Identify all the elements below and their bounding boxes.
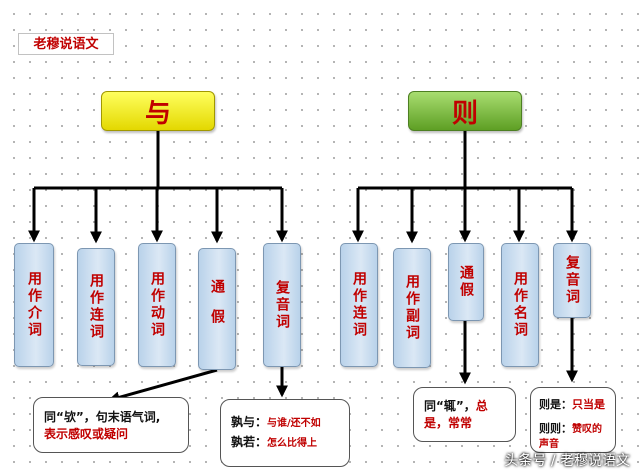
note-yu-tongjia: 同“欤”，句末语气词, 表示感叹或疑问 [33,397,189,453]
note-text: 表示感叹或疑问 [44,427,129,441]
yu-box-conjunction: 用作连词 [77,248,115,366]
note-label: 则则： [539,422,572,435]
note-text: 同“欤”，句末语气词, [44,410,161,424]
yu-box-verb: 用作动词 [138,243,176,367]
note-text: 同“辄”， [424,399,476,413]
brand-label: 老穆说语文 [18,33,114,55]
ze-box-conjunction: 用作连词 [340,243,378,367]
note-label: 则是： [539,398,572,411]
yu-box-tongjia: 通假 [198,248,236,370]
note-text: 总是，常常 [424,399,488,430]
note-value: 只当是 [572,398,605,411]
yu-box-compound: 复音词 [263,243,301,367]
yu-box-preposition: 用作介词 [14,243,54,367]
note-value: 赞叹的声音 [539,424,602,450]
note-value: 怎么比得上 [267,438,318,449]
ze-box-compound: 复音词 [553,243,591,318]
note-yu-compound: 孰与：与谁/还不如 孰若：怎么比得上 [220,399,350,467]
note-label: 孰若： [231,435,268,449]
head-yu: 与 [101,91,215,131]
note-label: 孰与： [231,415,268,429]
head-ze: 则 [408,91,522,131]
note-value: 与谁/还不如 [267,418,321,429]
note-ze-compound: 则是：只当是 则则：赞叹的声音 [530,387,616,453]
note-ze-tongjia: 同“辄”，总是，常常 [413,387,516,442]
watermark: 头条号 / 老穆说语文 [504,453,630,469]
ze-box-tongjia: 通假 [448,243,484,321]
ze-box-noun: 用作名词 [501,243,539,367]
ze-box-adverb: 用作副词 [393,248,431,368]
